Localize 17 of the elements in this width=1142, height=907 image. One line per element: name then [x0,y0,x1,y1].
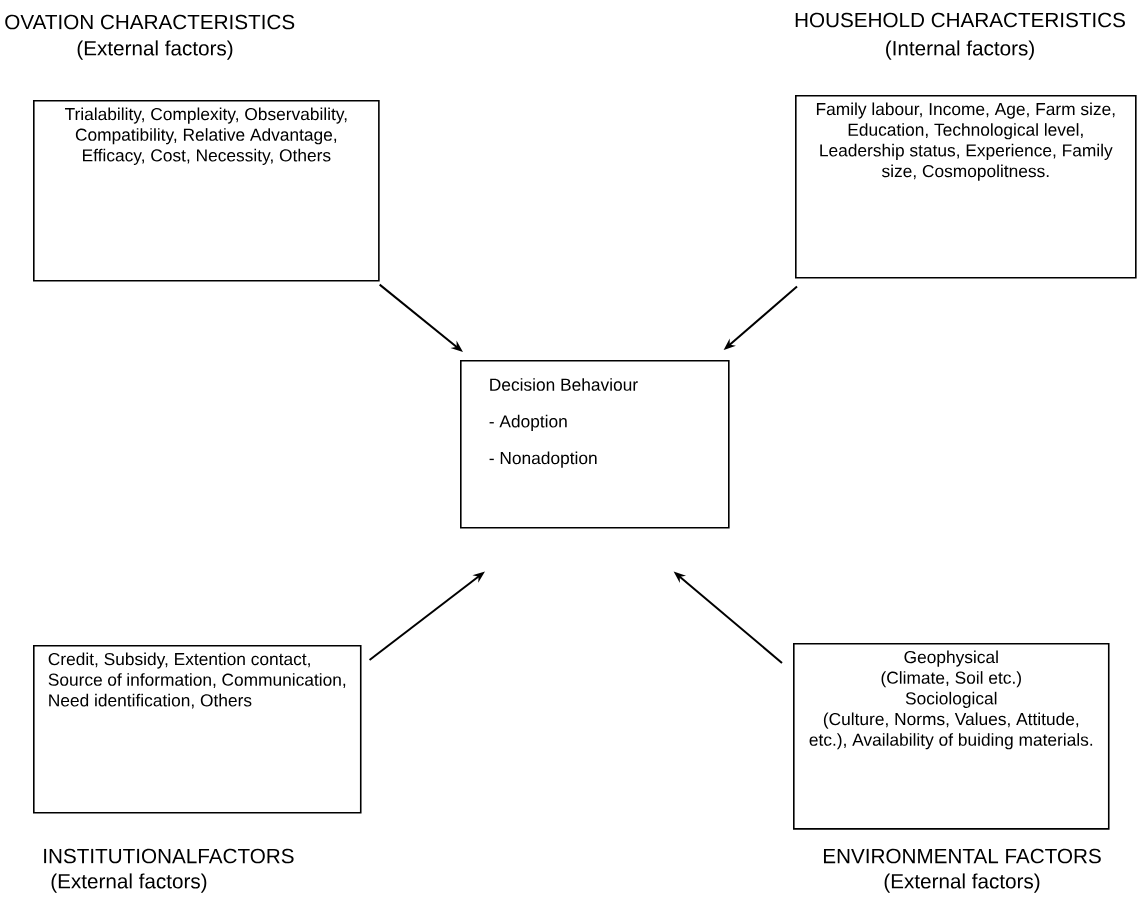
node-label: Geophysical [904,650,998,667]
heading: INSTITUTIONALFACTORS [44,848,294,864]
decision-box: Decision Behaviour - Adoption - Nonadoption [460,360,730,529]
subheading: (External factors) [77,40,233,60]
factor-box: Geophysical (Climate, Soil etc.) Sociological (Culture, Norms, Values, Attitude, etc.), Availability of buiding materials. [793,643,1110,830]
subheading: (Internal factors) [886,40,1034,60]
node-label: Sociological [905,691,997,708]
factor-box: Family labour, Income, Age, Farm size, Education, Technological level, Leadership status, Experience, Family size, Cosmopolitness. [795,95,1137,279]
heading: ENVIRONMENTAL FACTORS [824,848,1101,864]
subheading: (External factors) [51,873,207,893]
factor-box: Credit, Subsidy, Extention contact, Source of information, Communication, Need identification, Others [33,645,362,814]
subheading: (External factors) [884,873,1040,893]
node-label: (Climate, Soil etc.) [881,671,1021,688]
node-label: (Culture, Norms, Values, Attitude, etc.), Availability of buiding materials. [809,712,1093,750]
heading: OVATION CHARACTERISTICS [5,14,295,30]
factor-box: Trialability, Complexity, Observability, Compatibility, Relative Advantage, Efficacy, Cost, Necessity, Others [33,100,380,282]
heading: HOUSEHOLD CHARACTERISTICS [795,12,1125,28]
